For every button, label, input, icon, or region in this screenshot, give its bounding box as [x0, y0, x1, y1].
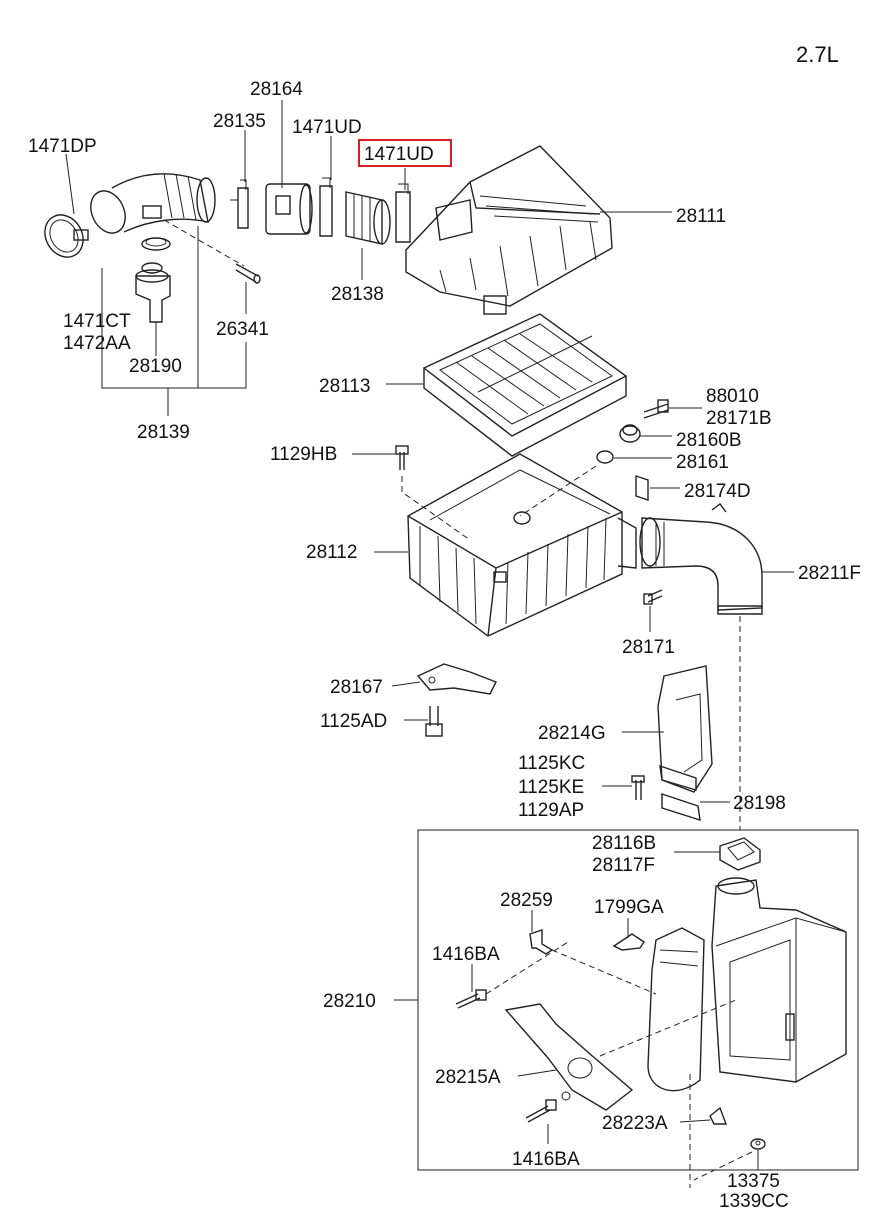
bolt-1129hb[interactable] — [395, 445, 409, 470]
seal-28198[interactable] — [661, 793, 701, 822]
bracket-28259[interactable] — [529, 929, 554, 955]
clamp-1471ud-highlighted[interactable] — [395, 183, 411, 243]
clamp-1471dp[interactable] — [37, 208, 90, 264]
nut-13375[interactable] — [750, 1138, 766, 1150]
air-cleaner-cover-28111[interactable] — [405, 145, 613, 315]
engine-label: 2.7L — [796, 42, 839, 67]
mass-air-flow-sensor-28164[interactable] — [265, 183, 313, 235]
seal-28116b[interactable] — [719, 837, 761, 871]
label-28214g: 28214G — [538, 723, 606, 744]
air-filter-element-28113[interactable] — [422, 313, 628, 457]
label-28171: 28171 — [622, 637, 675, 658]
clip-1799ga[interactable] — [612, 933, 645, 951]
clamp-1471ud-left[interactable] — [319, 177, 333, 237]
label-28113: 28113 — [319, 376, 370, 397]
label-28174d: 28174D — [684, 481, 751, 502]
clip-28223a[interactable] — [709, 1106, 728, 1125]
label-28171b: 28171B — [706, 408, 772, 429]
label-1471ud-highlighted[interactable]: 1471UD — [364, 144, 434, 165]
label-1471ct: 1471CT — [63, 311, 131, 332]
label-1471ud: 1471UD — [292, 117, 362, 138]
bracket-28215a[interactable] — [504, 1003, 634, 1111]
label-28161: 28161 — [676, 452, 729, 473]
bolt-1125ad[interactable] — [425, 706, 443, 737]
label-1339cc: 1339CC — [719, 1191, 789, 1211]
resonator-28190[interactable] — [135, 262, 171, 323]
label-1125ad: 1125AD — [320, 711, 387, 732]
bolt-88010[interactable] — [643, 399, 669, 419]
label-1472aa: 1472AA — [63, 333, 131, 354]
label-28116b: 28116B — [592, 833, 656, 854]
label-26341: 26341 — [216, 319, 269, 340]
pipe-26341[interactable] — [235, 263, 261, 284]
grommet-28160b[interactable] — [619, 424, 641, 443]
grommet-28161[interactable] — [596, 450, 614, 464]
label-1129hb: 1129HB — [270, 444, 337, 465]
label-1416ba-upper: 1416BA — [432, 944, 500, 965]
bolt-1416ba-lower[interactable] — [525, 1099, 557, 1123]
air-intake-duct-28214g[interactable] — [657, 665, 713, 793]
bolt-1416ba-upper[interactable] — [455, 989, 487, 1009]
label-28135: 28135 — [213, 111, 266, 132]
label-13375: 13375 — [727, 1171, 780, 1192]
label-1471dp: 1471DP — [28, 136, 97, 157]
clamp-28135[interactable] — [230, 179, 249, 229]
resonator-body-28210[interactable] — [647, 877, 847, 1092]
leader-lines — [65, 100, 794, 1170]
label-88010: 88010 — [706, 386, 759, 407]
label-28210: 28210 — [323, 991, 376, 1012]
label-28190: 28190 — [129, 356, 182, 377]
label-28223a: 28223A — [602, 1113, 668, 1134]
label-1129ap: 1129AP — [518, 800, 584, 821]
bracket-28167[interactable] — [416, 663, 497, 695]
label-28211f: 28211F — [798, 563, 861, 584]
label-28198: 28198 — [733, 793, 786, 814]
label-28139: 28139 — [137, 422, 190, 443]
duct-hose-28138[interactable] — [345, 191, 391, 245]
label-1125ke: 1125KE — [518, 777, 584, 798]
highlight-box — [358, 139, 452, 167]
air-cleaner-body-28112[interactable] — [407, 453, 637, 637]
label-1416ba-lower: 1416BA — [512, 1149, 580, 1170]
label-28259: 28259 — [500, 890, 553, 911]
intake-hose-28139[interactable] — [84, 173, 216, 239]
label-28160b: 28160B — [676, 430, 742, 451]
label-28167: 28167 — [330, 677, 383, 698]
bolt-28171[interactable] — [643, 589, 663, 605]
label-28164: 28164 — [250, 79, 303, 100]
bolt-1125kc[interactable] — [631, 775, 645, 800]
label-28138: 28138 — [331, 284, 384, 305]
clamp-1471ct[interactable] — [141, 237, 171, 251]
label-1125kc: 1125KC — [518, 753, 585, 774]
label-28215a: 28215A — [435, 1067, 501, 1088]
clip-28174d[interactable] — [635, 475, 649, 501]
outlet-duct-28211f[interactable] — [639, 503, 763, 615]
label-28112: 28112 — [306, 542, 357, 563]
label-1799ga: 1799GA — [594, 897, 664, 918]
label-28117f: 28117F — [592, 855, 655, 876]
label-28111: 28111 — [676, 206, 726, 227]
